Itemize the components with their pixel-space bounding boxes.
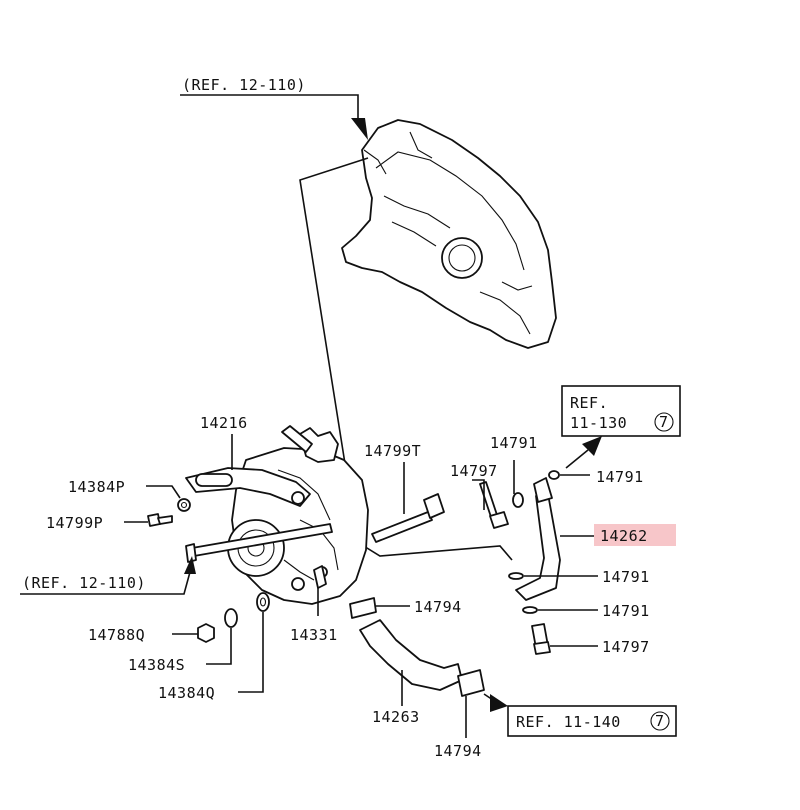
hose-14262 xyxy=(515,493,561,601)
label-14797-b: 14797 xyxy=(602,638,650,656)
washer-14384S xyxy=(224,608,238,628)
oring-14791-a xyxy=(512,492,524,508)
part-14331 xyxy=(313,565,327,589)
ref-11-130-line2: 11-130 xyxy=(570,414,627,432)
ref-11-140-box xyxy=(507,705,677,737)
clamp-14794-b xyxy=(457,669,485,697)
arrow-ref-11-130-head xyxy=(582,436,602,456)
highlight-14262 xyxy=(594,524,676,546)
ref-11-140-label: REF. 11-140 xyxy=(516,713,621,731)
leader-14384S xyxy=(206,628,232,665)
leader-14797-a xyxy=(472,479,485,510)
ref-11-130-circle-label: 7 xyxy=(659,413,669,431)
label-14788Q: 14788Q xyxy=(88,626,145,644)
label-14263: 14263 xyxy=(372,708,420,726)
long-bolt-head xyxy=(185,543,197,563)
label-14799P: 14799P xyxy=(46,514,103,532)
leader-14384P xyxy=(146,485,181,499)
arrow-ref-11-140-head xyxy=(490,694,508,712)
ref-top-label: (REF. 12-110) xyxy=(182,76,306,94)
guide-line-cover xyxy=(299,157,369,471)
hose-14263 xyxy=(359,619,463,691)
label-14791-b: 14791 xyxy=(596,468,644,486)
ref-11-130-box xyxy=(561,385,681,437)
label-14794-a: 14794 xyxy=(414,598,462,616)
washer-14384P xyxy=(177,498,191,512)
guide-line-hose xyxy=(353,539,513,561)
ref-top-leader xyxy=(180,94,359,120)
clamp-14794-a xyxy=(349,597,377,619)
water-pump-assembly xyxy=(185,425,369,605)
label-14331: 14331 xyxy=(290,626,338,644)
label-14384S: 14384S xyxy=(128,656,185,674)
label-14384Q: 14384Q xyxy=(158,684,215,702)
washer-14384Q xyxy=(256,592,270,612)
bolt-14799T xyxy=(371,511,433,543)
ref-11-130-circle xyxy=(654,412,674,432)
nut-14788Q xyxy=(197,623,215,643)
ref-top-arrow xyxy=(351,118,368,140)
ref-left-arrow xyxy=(184,556,196,574)
oring-14791-d xyxy=(522,606,538,614)
label-14791-d: 14791 xyxy=(602,602,650,620)
label-14797-a: 14797 xyxy=(450,462,498,480)
label-14216: 14216 xyxy=(200,414,248,432)
label-14262: 14262 xyxy=(600,527,648,545)
label-14384P: 14384P xyxy=(68,478,125,496)
label-14791-c: 14791 xyxy=(602,568,650,586)
leader-ref-left xyxy=(20,571,191,595)
ref-11-140-circle-label: 7 xyxy=(655,712,665,730)
timing-cover xyxy=(341,119,557,349)
label-14799T: 14799T xyxy=(364,442,421,460)
label-14794-b: 14794 xyxy=(434,742,482,760)
ref-left-label: (REF. 12-110) xyxy=(22,574,146,592)
ref-11-140-circle xyxy=(650,711,670,731)
bolt-14799T-head xyxy=(423,493,445,519)
arrow-ref-11-130-shaft xyxy=(565,449,589,469)
ref-11-130-line1: REF. xyxy=(570,394,608,412)
label-14791-a: 14791 xyxy=(490,434,538,452)
oring-14791-b xyxy=(548,470,560,480)
leader-14384Q xyxy=(238,612,264,693)
oring-14791-c xyxy=(508,572,524,580)
